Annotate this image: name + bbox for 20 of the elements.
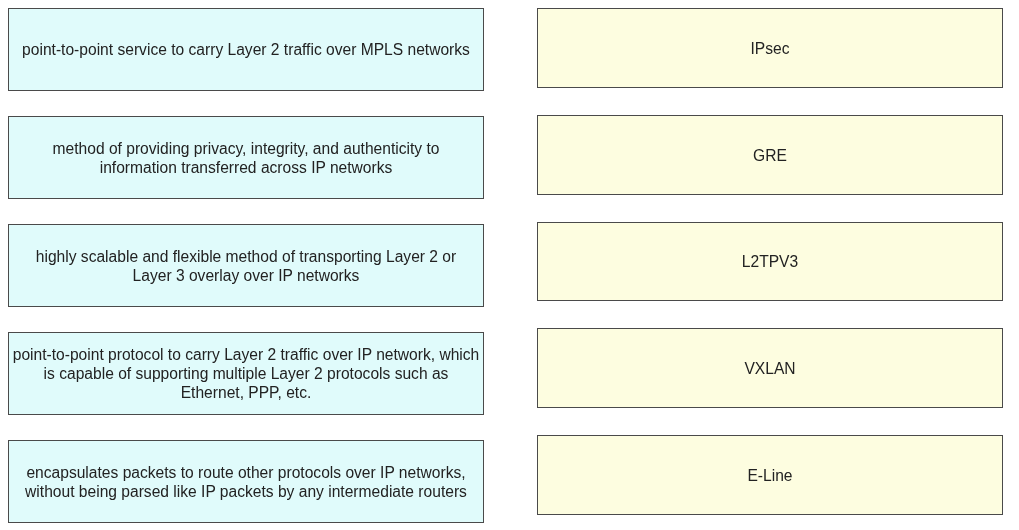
- term-text: E-Line: [747, 465, 793, 485]
- description-card: [8, 8, 484, 91]
- description-text: method of providing privacy, integrity, and authenticity to information transferred across IP networks: [51, 138, 441, 177]
- description-text: point-to-point protocol to carry Layer 2 traffic over IP network, which is capable of supporting multiple Layer 2 protocols such as Ethernet, PPP, etc.: [12, 345, 480, 402]
- description-card: [8, 332, 484, 415]
- term-card: [537, 222, 1003, 301]
- term-card: [537, 328, 1003, 408]
- description-text: encapsulates packets to route other protocols over IP networks, without being parsed like IP packets by any intermediate routers: [24, 462, 468, 501]
- term-text: IPsec: [750, 38, 790, 58]
- term-text: GRE: [753, 145, 787, 165]
- term-card: [537, 8, 1003, 88]
- description-card: [8, 440, 484, 523]
- description-card: [8, 224, 484, 307]
- term-card: [537, 435, 1003, 515]
- term-card: [537, 115, 1003, 195]
- term-text: VXLAN: [744, 358, 796, 378]
- description-card: [8, 116, 484, 199]
- term-text: L2TPV3: [741, 252, 799, 271]
- description-text: highly scalable and flexible method of transporting Layer 2 or Layer 3 overlay over IP networks: [34, 246, 458, 285]
- description-text: point-to-point service to carry Layer 2 traffic over MPLS networks: [22, 40, 470, 59]
